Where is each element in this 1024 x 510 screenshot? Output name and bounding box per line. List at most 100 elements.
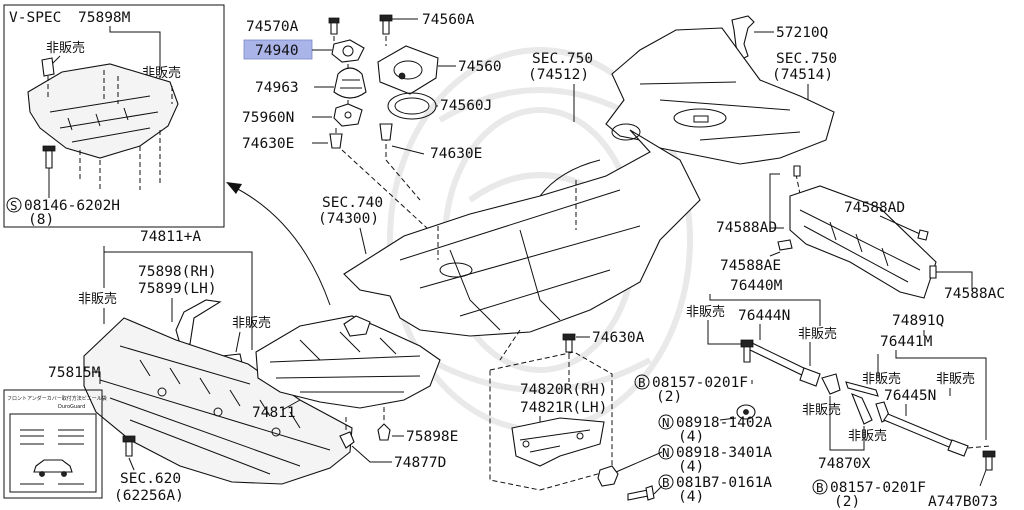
- sticker-car-icon: [33, 459, 73, 473]
- mount-parts-group-right: 74560A 74560 74560J 74630E: [377, 12, 502, 201]
- clip-74877D: [339, 431, 355, 449]
- bolt-74588AC: [929, 265, 937, 279]
- qty-08157-0201F-b: (2): [834, 494, 860, 510]
- prefix-b08157b: B: [816, 480, 824, 495]
- label-sec750a-sub: (74512): [528, 67, 589, 83]
- grommet-right: [379, 123, 393, 141]
- prefix-b08157a: B: [638, 375, 646, 390]
- vspec-inset: V-SPEC 75898M 非販売 非販売 S 08146-6202H (8): [3, 4, 225, 228]
- label-081B7-0161A: 081B7-0161A: [676, 475, 772, 491]
- qty-08918-1402A: (4): [678, 429, 704, 445]
- label-57210Q: 57210Q: [776, 25, 828, 41]
- label-74811A: 74811+A: [140, 229, 201, 245]
- bracket-74820R: [511, 417, 605, 467]
- label-sec750a: SEC.750: [532, 51, 593, 67]
- vspec-bolt-prefix: S: [10, 198, 18, 213]
- label-76441M: 76441M: [880, 334, 933, 350]
- label-74811: 74811: [252, 405, 296, 421]
- label-74588AD-right: 74588AD: [844, 200, 905, 216]
- bolt-74588AD-right: [917, 229, 929, 241]
- label-nfs-74870b: 非販売: [848, 428, 887, 444]
- nut-08918-3401A: [597, 451, 663, 487]
- vspec-nfs-1: 非販売: [46, 40, 85, 56]
- bracket-74811: [343, 315, 371, 337]
- label-74891Q: 74891Q: [892, 313, 944, 329]
- label-08918-1402A: 08918-1402A: [676, 415, 772, 431]
- grommet-left: [329, 133, 343, 149]
- bolt-74560A: [382, 19, 390, 35]
- prefix-n1402: N: [662, 415, 670, 430]
- label-76445N: 76445N: [884, 388, 936, 404]
- label-74820R: 74820R(RH): [520, 382, 607, 398]
- label-75960N: 75960N: [242, 110, 294, 126]
- label-74940: 74940: [255, 43, 299, 59]
- bolt-081B7: [627, 485, 663, 501]
- washer-08918-1402A: [736, 404, 756, 420]
- label-08918-3401A: 08918-3401A: [676, 445, 772, 461]
- rear-under-cover-74811: [255, 315, 441, 409]
- bolt-74570A: [330, 21, 338, 35]
- label-nfs-left: 非販売: [78, 291, 117, 307]
- label-74821R: 74821R(LH): [520, 400, 607, 416]
- vspec-bolt: [45, 149, 53, 169]
- bolt-74588AE: [777, 239, 793, 251]
- label-74877D: 74877D: [394, 455, 446, 471]
- vspec-under-cover: [27, 63, 179, 159]
- label-74870X: 74870X: [818, 456, 871, 472]
- label-nfs-76444: 非販売: [798, 326, 837, 342]
- label-76440M: 76440M: [730, 278, 783, 294]
- label-sec740-sub: (74300): [318, 211, 379, 227]
- label-nfs-74870a: 非販売: [802, 402, 841, 418]
- label-74560: 74560: [458, 59, 502, 75]
- mount-74560: [377, 45, 439, 95]
- qty-081B7-0161A: (4): [678, 489, 704, 505]
- link-74870: [845, 381, 879, 397]
- rod-76445N: [883, 413, 961, 451]
- prefix-circle-n1402: [658, 414, 674, 430]
- side-strip-75898: [175, 299, 222, 345]
- label-74570A: 74570A: [246, 19, 299, 35]
- bracket-74870b: [851, 393, 873, 425]
- label-74588AD-left: 74588AD: [716, 220, 777, 236]
- label-74630A: 74630A: [592, 330, 645, 346]
- front-under-cover-75815M: [83, 317, 353, 485]
- bolt-08157-b: [985, 455, 993, 471]
- label-sec750b-sub: (74514): [772, 67, 833, 83]
- boot-74963: [333, 67, 367, 99]
- bolt-08157-a: [743, 345, 751, 363]
- inset-arrow-head: [226, 182, 242, 194]
- prefix-circle-n3401: [658, 444, 674, 460]
- bolt-74588AD-top: [793, 165, 801, 177]
- vspec-part-label: 75898M: [78, 10, 131, 26]
- label-74560A: 74560A: [422, 12, 475, 28]
- bolt-74630A: 74630A: [499, 329, 645, 382]
- label-75815M: 75815M: [48, 365, 101, 381]
- vspec-title: V-SPEC: [9, 10, 61, 26]
- label-76444N: 76444N: [738, 308, 790, 324]
- mount-parts-group: 74570A 74940 74963 75960N 74630E: [242, 17, 441, 241]
- inset-arrow: [231, 185, 331, 306]
- label-74588AC: 74588AC: [944, 286, 1005, 302]
- qty-08918-3401A: (4): [678, 459, 704, 475]
- label-sec750b: SEC.750: [776, 51, 837, 67]
- label-nfs-76441a: 非販売: [862, 371, 901, 387]
- label-08157-0201F-b: 08157-0201F: [830, 480, 926, 496]
- label-74560J: 74560J: [440, 98, 492, 114]
- label-08157-0201F-a: 08157-0201F: [652, 375, 748, 391]
- plate-74940: [331, 39, 365, 63]
- clip-75898E: [377, 423, 391, 441]
- sticker-caption: フロントアンダーカバー取付方法ビニール袋: [7, 395, 107, 402]
- vspec-clip: [41, 57, 55, 77]
- label-nfs-76440: 非販売: [686, 304, 725, 320]
- vspec-bolt-prefix-circle: [6, 197, 22, 213]
- label-74588AE: 74588AE: [720, 258, 781, 274]
- rear-floor-carpet: [605, 27, 835, 165]
- rod-end-76444N: [799, 367, 821, 387]
- diagram-code: A747B073: [928, 494, 998, 510]
- label-75898RH: 75898(RH): [138, 264, 217, 280]
- prefix-n3401: N: [662, 445, 670, 460]
- label-74630E-right: 74630E: [430, 146, 482, 162]
- label-sticker-box: フロントアンダーカバー取付方法ビニール袋 DuroGuard: [3, 389, 107, 499]
- main-floor-carpet: [343, 129, 701, 337]
